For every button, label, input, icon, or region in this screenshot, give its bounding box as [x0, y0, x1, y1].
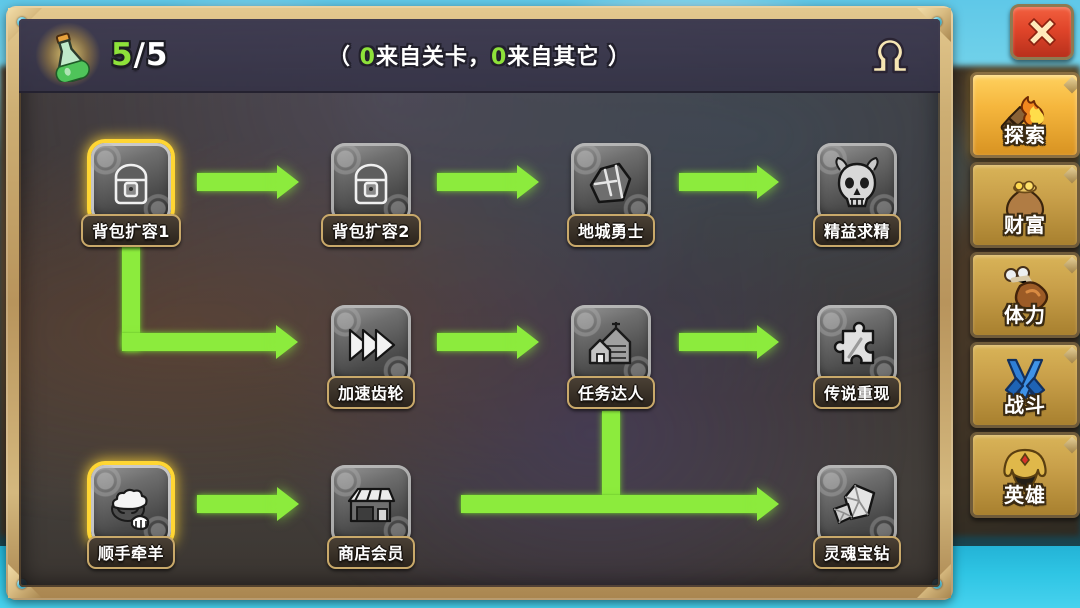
sheep-hand-icon	[91, 465, 171, 545]
category-rail: 探索 财富 体力	[970, 72, 1080, 518]
skill-node-shop[interactable]: 商店会员	[327, 465, 416, 569]
skill-node-label: 地城勇士	[567, 214, 656, 247]
soul-gem-icon	[817, 465, 897, 545]
skill-node-label: 顺手牵羊	[87, 536, 176, 569]
skill-node-label: 精益求精	[813, 214, 902, 247]
rail-item-label: 财富	[1004, 213, 1046, 237]
skill-node-dungeon[interactable]: 地城勇士	[567, 143, 656, 247]
skill-node-label: 传说重现	[813, 376, 902, 409]
source-other-label: 来自其它	[507, 45, 600, 70]
source-suffix: ）	[599, 45, 631, 70]
potion-flask-icon	[35, 22, 101, 88]
money-bag-icon	[1005, 180, 1045, 222]
close-button[interactable]	[1010, 4, 1074, 60]
backpack-icon	[91, 143, 171, 223]
ore-rock-icon	[571, 143, 651, 223]
rail-item-hero[interactable]: 英雄	[970, 432, 1080, 518]
demon-skull-icon	[817, 143, 897, 223]
skill-node-label: 灵魂宝钻	[813, 536, 902, 569]
skill-node-label: 背包扩容1	[81, 214, 181, 247]
stamina-counter: 5/5	[111, 37, 168, 73]
skill-node-label: 背包扩容2	[321, 214, 421, 247]
rail-item-battle[interactable]: 战斗	[970, 342, 1080, 428]
crossed-swords-icon	[1004, 358, 1046, 400]
skill-node-sheep[interactable]: 顺手牵羊	[87, 465, 176, 569]
drumstick-icon	[1004, 266, 1049, 312]
puzzle-piece-icon	[817, 305, 897, 385]
rail-item-wealth[interactable]: 财富	[970, 162, 1080, 248]
skill-node-refine[interactable]: 精益求精	[813, 143, 902, 247]
source-other-count: 0	[491, 45, 508, 70]
hero-helmet-icon	[1003, 448, 1047, 490]
rail-item-label: 体力	[1004, 303, 1046, 327]
skill-node-bag2[interactable]: 背包扩容2	[321, 143, 421, 247]
skill-tree-canvas: 背包扩容1 背包扩容2	[19, 93, 940, 587]
rail-item-label: 探索	[1004, 123, 1046, 147]
rail-item-label: 英雄	[1004, 483, 1046, 507]
rail-item-stamina[interactable]: 体力	[970, 252, 1080, 338]
house-icon	[571, 305, 651, 385]
stamina-current: 5	[111, 37, 134, 73]
skill-node-label: 加速齿轮	[327, 376, 416, 409]
backpack-icon	[331, 143, 411, 223]
source-prefix: （	[328, 45, 360, 70]
skill-node-quest[interactable]: 任务达人	[567, 305, 656, 409]
omega-reset-icon[interactable]	[868, 33, 912, 77]
skill-node-gear[interactable]: 加速齿轮	[327, 305, 416, 409]
stamina-separator: /	[133, 37, 146, 73]
skill-node-label: 商店会员	[327, 536, 416, 569]
skill-tree-panel: 5/5 （ 0来自关卡，0来自其它 ）	[6, 6, 953, 600]
rail-item-explore[interactable]: 探索	[970, 72, 1080, 158]
skill-node-legend[interactable]: 传说重现	[813, 305, 902, 409]
skill-node-soul[interactable]: 灵魂宝钻	[813, 465, 902, 569]
stamina-max: 5	[145, 37, 169, 73]
fast-forward-icon	[331, 305, 411, 385]
source-level-count: 0	[359, 45, 376, 70]
torch-icon	[1000, 96, 1045, 132]
panel-header: 5/5 （ 0来自关卡，0来自其它 ）	[19, 19, 940, 93]
skill-node-bag1[interactable]: 背包扩容1	[81, 143, 181, 247]
close-x-icon	[1028, 18, 1056, 46]
skill-node-label: 任务达人	[567, 376, 656, 409]
shop-stall-icon	[331, 465, 411, 545]
rail-item-label: 战斗	[1004, 393, 1046, 417]
source-level-label: 来自关卡，	[375, 45, 491, 70]
